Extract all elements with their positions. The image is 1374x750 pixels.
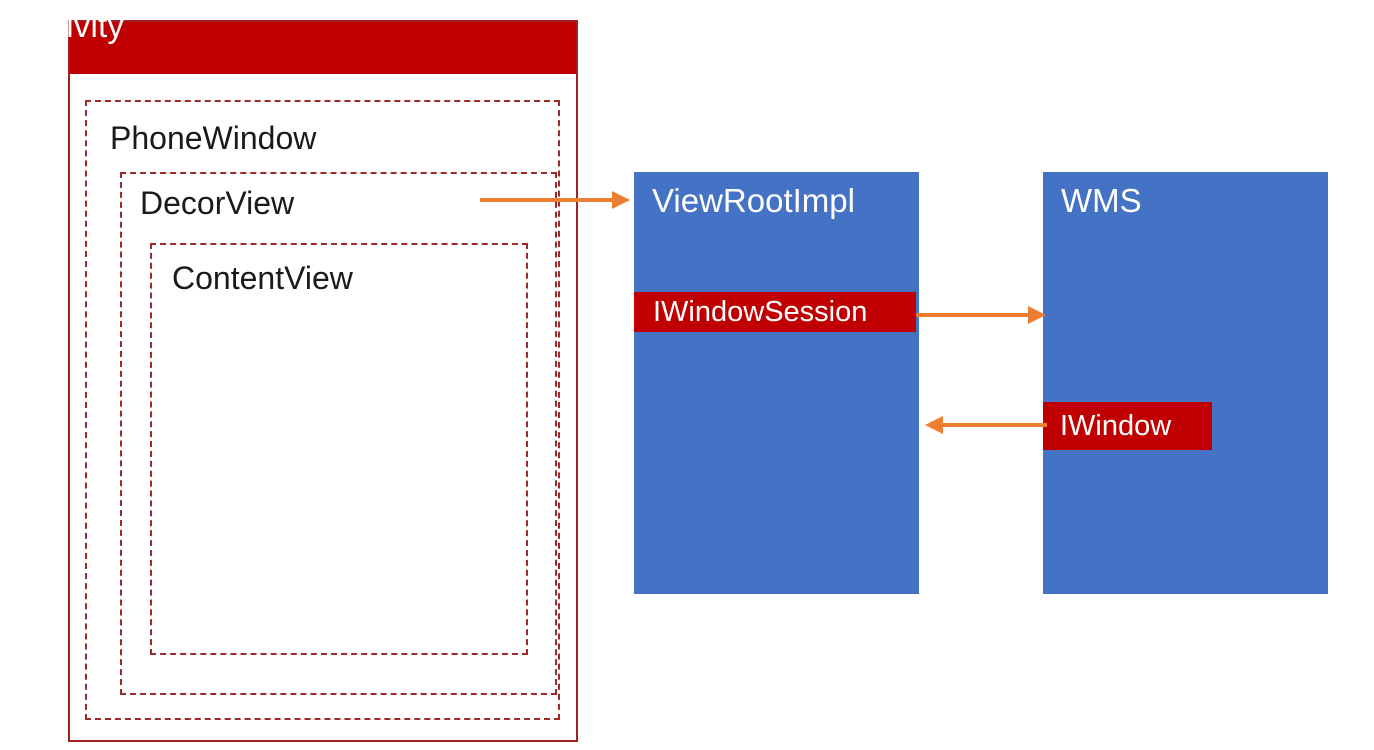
iwindowsession-band (634, 292, 916, 332)
activity-header-bar (70, 22, 576, 74)
phonewindow-label: PhoneWindow (110, 120, 317, 156)
arrow-iwindowsession-to-wms-icon (916, 306, 1046, 324)
wms-box (1043, 172, 1328, 594)
wms-label: WMS (1061, 182, 1142, 219)
decorview-box (120, 172, 557, 695)
arrow-iwindow-to-viewrootimpl-icon (925, 416, 1047, 434)
arrow-decorview-to-viewrootimpl-icon (480, 191, 630, 209)
iwindowsession-label: IWindowSession (653, 296, 868, 328)
activity-label: Activity (18, 7, 125, 44)
decorview-label: DecorView (140, 185, 295, 221)
viewrootimpl-label: ViewRootImpl (652, 182, 855, 219)
iwindow-label: IWindow (1060, 410, 1172, 442)
viewrootimpl-box (634, 172, 919, 594)
phonewindow-box (85, 100, 560, 720)
contentview-label: ContentView (172, 260, 353, 296)
contentview-box (150, 243, 528, 655)
activity-box (68, 20, 578, 742)
iwindow-band (1043, 402, 1212, 450)
